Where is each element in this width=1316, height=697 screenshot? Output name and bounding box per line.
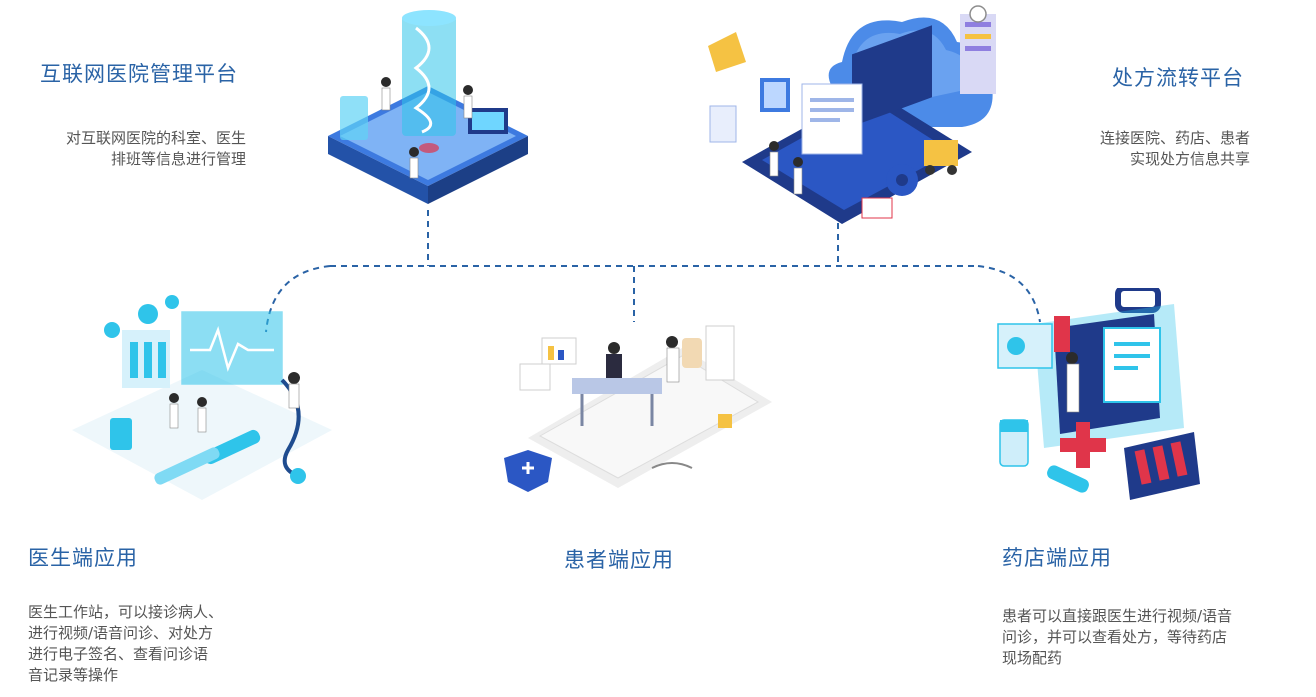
desc-line: 问诊，并可以查看处方，等待药店 xyxy=(1002,628,1228,646)
desc-line: 医生工作站，可以接诊病人、 xyxy=(28,603,224,621)
doctor-lab-illustration xyxy=(52,290,352,510)
hospital-platform-title: 互联网医院管理平台 xyxy=(40,62,238,86)
desc-line: 连接医院、药店、患者 xyxy=(1099,129,1250,147)
hospital-server-illustration xyxy=(318,8,538,208)
desc-line: 对互联网医院的科室、医生 xyxy=(65,129,246,147)
doctor-app-desc: 医生工作站，可以接诊病人、 进行视频/语音问诊、对处方 进行电子签名、查看问诊语… xyxy=(28,602,223,686)
medical-kit-illustration xyxy=(994,288,1204,508)
desc-line: 患者可以直接跟医生进行视频/语音 xyxy=(1002,607,1233,625)
desc-line: 实现处方信息共享 xyxy=(1129,150,1250,168)
pharmacy-app-title: 药店端应用 xyxy=(1002,546,1112,570)
desc-line: 排班等信息进行管理 xyxy=(110,150,246,168)
patient-app-title: 患者端应用 xyxy=(564,548,674,572)
desc-line: 现场配药 xyxy=(1002,649,1063,667)
desc-line: 音记录等操作 xyxy=(28,666,119,684)
cloud-laptop-illustration xyxy=(702,2,1002,224)
desc-line: 进行视频/语音问诊、对处方 xyxy=(28,624,214,642)
phone-consultation-illustration xyxy=(492,318,782,498)
prescription-platform-desc: 连接医院、药店、患者 实现处方信息共享 xyxy=(1040,128,1250,170)
hospital-platform-desc: 对互联网医院的科室、医生 排班等信息进行管理 xyxy=(30,128,246,170)
prescription-platform-title: 处方流转平台 xyxy=(1112,66,1244,90)
doctor-app-title: 医生端应用 xyxy=(28,546,138,570)
pharmacy-app-desc: 患者可以直接跟医生进行视频/语音 问诊，并可以查看处方，等待药店 现场配药 xyxy=(1002,606,1232,669)
desc-line: 进行电子签名、查看问诊语 xyxy=(28,645,209,663)
